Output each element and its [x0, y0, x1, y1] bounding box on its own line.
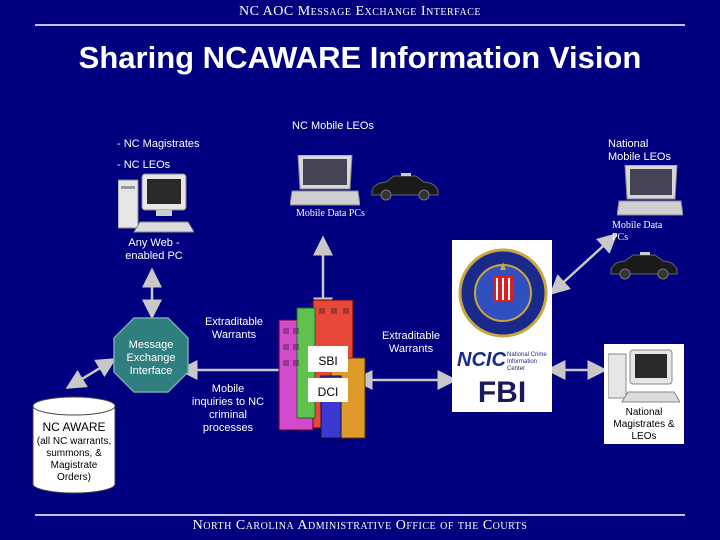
label-extraditable-warrants-right: Extraditable Warrants [381, 330, 441, 355]
label-ncaware-sub: (all NC warrants, summons, & Magistrate … [36, 436, 112, 483]
label-mobile-inquiries: Mobile inquiries to NC criminal processe… [191, 383, 265, 434]
label-sbi: SBI [318, 354, 338, 368]
label-national-mobile-leos: National Mobile LEOs [608, 138, 671, 163]
header-title: NC AOC Message Exchange Interface [239, 4, 481, 19]
slide-title: Sharing NCAWARE Information Vision [78, 40, 642, 75]
label-ncic-sub: National Crime Information Center [507, 352, 547, 372]
laptop-icon [290, 155, 360, 206]
label-mobile-data-pcs-left: Mobile Data PCs [296, 208, 365, 219]
ncic-logo: NCIC National Crime Information Center [455, 348, 550, 374]
arrow-ncaware-exchange [65, 358, 117, 389]
label-any-web-pc: Any Web -enabled PC [125, 237, 183, 262]
label-national-magistrates: National Magistrates & LEOs [613, 407, 675, 442]
laptop-icon [617, 165, 683, 216]
footer-text: North Carolina Administrative Office of … [192, 518, 528, 533]
police-car-icon [371, 173, 439, 201]
label-nc-magistrates: - NC Magistrates [117, 138, 200, 150]
arrow-fbi-national-mobile [549, 232, 618, 296]
label-message-exchange: Message Exchange Interface [126, 339, 176, 377]
label-extraditable-warrants-left: Extraditable Warrants [204, 316, 264, 341]
fbi-seal-icon [458, 248, 548, 338]
label-nc-leos: - NC LEOs [117, 159, 171, 171]
label-ncaware-title: NC AWARE [42, 420, 106, 434]
footer-rule [35, 514, 685, 516]
ncaware-database-icon[interactable] [32, 396, 116, 496]
state-buildings-icon[interactable] [275, 298, 370, 443]
desktop-pc-icon [118, 173, 194, 233]
label-nc-mobile-leos: NC Mobile LEOs [292, 120, 374, 132]
desktop-pc-icon [608, 349, 680, 403]
label-fbi: FBI [477, 376, 527, 409]
label-dci: DCI [317, 385, 339, 399]
label-mobile-data-pcs-right: Mobile Data PCs [612, 220, 663, 243]
label-ncic: NCIC [457, 349, 506, 371]
message-exchange-hexagon[interactable] [112, 316, 190, 394]
header-rule [35, 24, 685, 26]
police-car-icon [610, 252, 678, 280]
